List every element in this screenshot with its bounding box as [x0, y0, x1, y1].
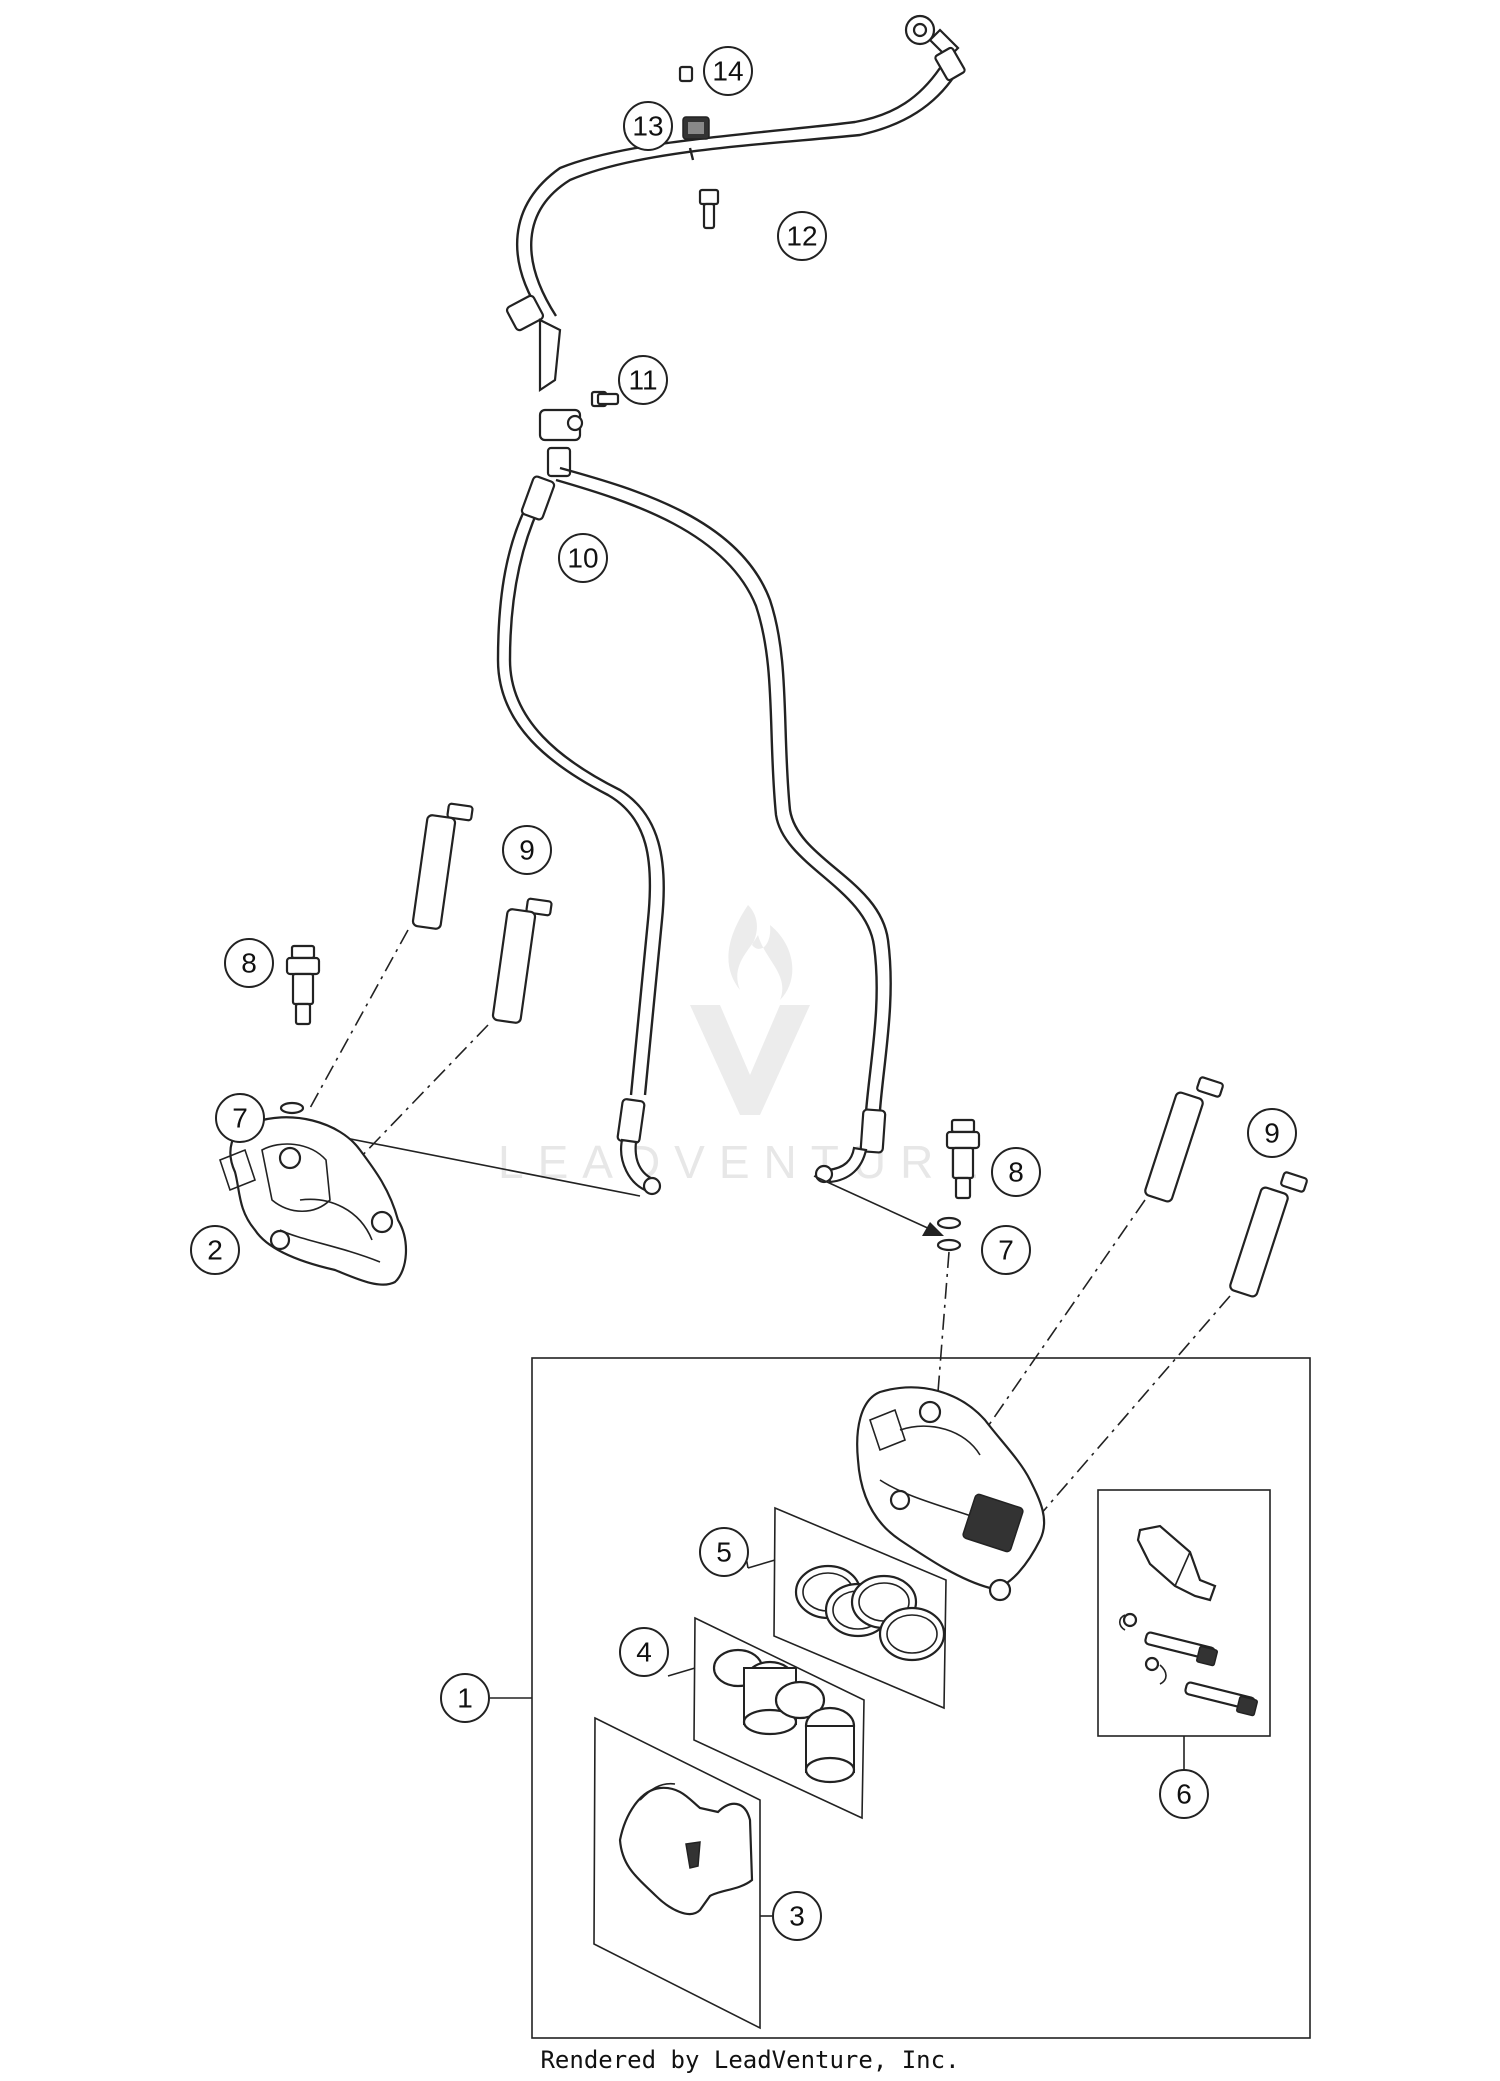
callout-9a-label: 9: [519, 835, 535, 866]
callout-3-label: 3: [789, 1901, 805, 1932]
part-8-bleeder-left: [285, 944, 321, 1026]
callout-8b: 8: [991, 1147, 1041, 1197]
part-8-bleeder-right: [945, 1118, 981, 1200]
callout-11: 11: [618, 355, 668, 405]
part-13-holder: [682, 116, 710, 140]
part-4-pistons: [667, 1616, 865, 1820]
part-2-caliper-left: [219, 1116, 408, 1286]
part-5-seals: [747, 1506, 947, 1710]
callout-7a: 7: [215, 1093, 265, 1143]
brake-line-lower: [496, 466, 892, 1196]
callout-9a: 9: [502, 825, 552, 875]
callout-1-label: 1: [457, 1683, 473, 1714]
arrow-right: [813, 1175, 944, 1236]
callout-11-label: 11: [628, 365, 657, 396]
callout-2: 2: [190, 1225, 240, 1275]
callout-5: 5: [699, 1527, 749, 1577]
callout-8a-label: 8: [241, 948, 257, 979]
callout-12-label: 12: [786, 221, 817, 252]
callout-13-label: 13: [632, 111, 663, 142]
part-14-clip: [678, 65, 694, 83]
callout-7b: 7: [981, 1225, 1031, 1275]
callout-9b-label: 9: [1264, 1118, 1280, 1149]
callout-6-label: 6: [1176, 1779, 1192, 1810]
part-9-pins-left: [309, 802, 553, 1163]
part-12-screw: [698, 188, 720, 230]
callout-9b: 9: [1247, 1108, 1297, 1158]
part-6-kit: [1097, 1489, 1271, 1770]
footer-credit: Rendered by LeadVenture, Inc.: [540, 2046, 960, 2074]
kit-box: [490, 1357, 1311, 2039]
callout-5-label: 5: [716, 1537, 732, 1568]
part-3-pads: [593, 1716, 772, 2030]
kit-caliper: [856, 1386, 1046, 1602]
callout-7a-label: 7: [232, 1103, 248, 1134]
callout-7b-label: 7: [998, 1235, 1014, 1266]
callout-6: 6: [1159, 1769, 1209, 1819]
watermark-text: LEADVENTURE: [498, 1136, 992, 1188]
callout-14-label: 14: [712, 56, 743, 87]
callout-8a: 8: [224, 938, 274, 988]
callout-2-label: 2: [207, 1235, 223, 1266]
callout-3: 3: [772, 1891, 822, 1941]
callout-13: 13: [623, 101, 673, 151]
callout-1: 1: [440, 1673, 490, 1723]
brake-line-upper: [505, 14, 966, 478]
watermark: LEADVENTURE: [498, 905, 992, 1188]
callout-14: 14: [703, 46, 753, 96]
callout-8b-label: 8: [1008, 1157, 1024, 1188]
callout-4-label: 4: [636, 1637, 652, 1668]
part-7-washers-right: [936, 1216, 962, 1393]
callout-10-label: 10: [567, 543, 598, 574]
callout-10: 10: [558, 533, 608, 583]
part-11-screw: [590, 390, 620, 408]
callout-4: 4: [619, 1627, 669, 1677]
part-9-pins-right: [974, 1076, 1308, 1516]
callout-12: 12: [777, 211, 827, 261]
